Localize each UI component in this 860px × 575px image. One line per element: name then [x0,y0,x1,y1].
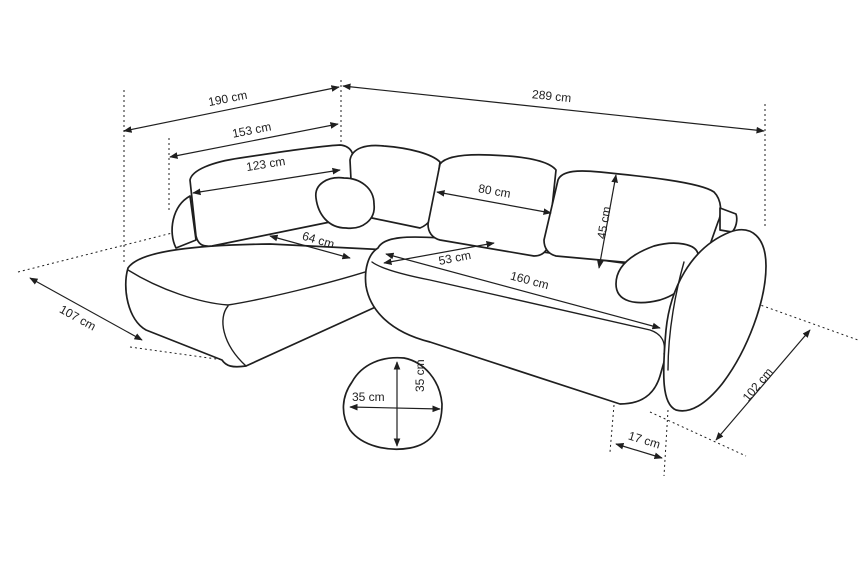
label-153: 153 cm [231,119,272,140]
dim-line-289 [342,83,765,134]
label-107: 107 cm [57,302,98,333]
label-289: 289 cm [531,87,572,105]
dim-line-107 [29,277,143,341]
label-45: 45 cm [594,205,613,240]
label-123: 123 cm [245,154,286,174]
label-190: 190 cm [207,88,248,109]
label-102: 102 cm [740,365,776,404]
dim-line-153 [169,122,339,159]
dim-line-190 [123,85,340,133]
chaise-base [124,243,394,368]
label-pillow-width: 35 cm [352,390,385,404]
pillow-detail [342,356,443,451]
backrest-middle [427,153,557,257]
left-back-rear [171,195,197,249]
dim-line-160 [385,252,661,330]
dim-line-64 [269,234,351,260]
label-53: 53 cm [437,248,472,268]
sofa-outline [124,144,767,412]
dim-line-80 [436,190,552,215]
label-pillow-height: 35 cm [413,359,427,392]
dim-line-17 [615,442,663,460]
dimension-arrows [29,83,811,460]
pillow-front-view [342,356,443,451]
back-rail [719,207,738,233]
dim-line-102 [715,329,811,441]
dim-line-123 [192,167,341,196]
label-17: 17 cm [627,429,662,452]
label-80: 80 cm [477,181,512,200]
armrest-right [662,228,767,412]
dim-line-45 [597,174,618,269]
